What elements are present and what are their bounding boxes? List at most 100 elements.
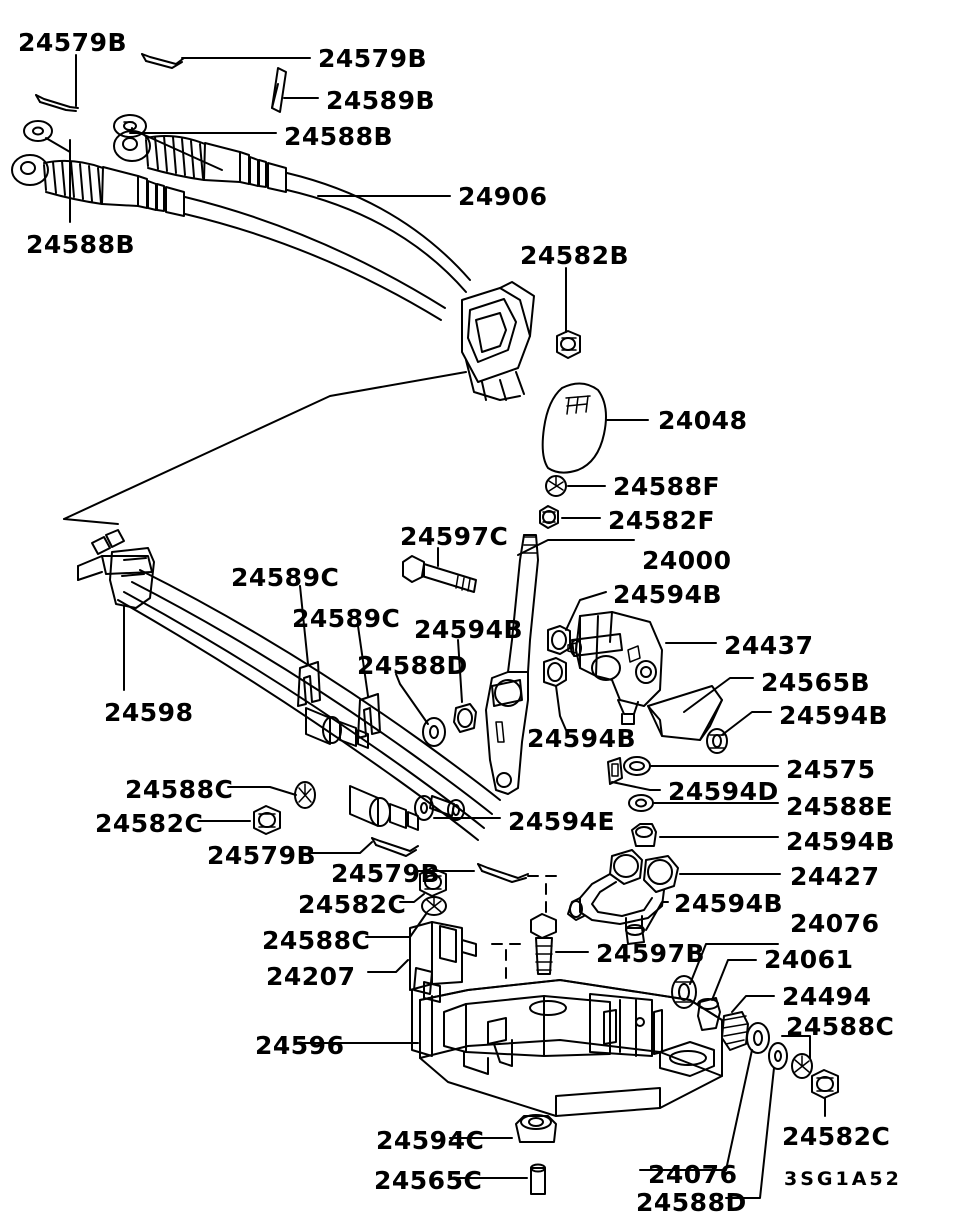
part-bolt-24597c <box>402 555 477 593</box>
part-cotter-pin-right <box>477 863 529 883</box>
part-shift-knob <box>541 382 607 474</box>
part-number-label-24589b: 24589B <box>326 86 436 115</box>
leader-24588c-c <box>781 1035 811 1059</box>
part-number-label-24588d: 24588D <box>636 1188 747 1217</box>
part-number-label-24596: 24596 <box>255 1031 345 1060</box>
part-number-label-24594b: 24594B <box>779 701 889 730</box>
part-grommet-24594c <box>515 1114 557 1143</box>
part-washer-24588c-b <box>421 895 447 916</box>
part-number-label-24582b: 24582B <box>520 241 630 270</box>
part-number-label-24565c: 24565C <box>374 1166 483 1195</box>
part-washer-24588c-c <box>791 1053 813 1079</box>
part-cable-end-bracket <box>63 281 535 525</box>
part-number-label-24589c: 24589C <box>292 604 401 633</box>
part-number-label-24597c: 24597C <box>400 522 509 551</box>
part-bushing-24594b-f <box>453 703 477 733</box>
part-number-label-24579b: 24579B <box>207 841 317 870</box>
part-number-label-24594c: 24594C <box>376 1126 485 1155</box>
part-number-label-24427: 24427 <box>790 862 880 891</box>
part-number-label-24579b: 24579B <box>18 28 128 57</box>
leader-24594b-c <box>721 711 772 736</box>
part-number-label-24594b: 24594B <box>527 724 637 753</box>
part-number-label-24207: 24207 <box>266 962 356 991</box>
part-number-label-24588c: 24588C <box>786 1012 895 1041</box>
part-spring-24494 <box>721 1011 749 1051</box>
part-number-label-24437: 24437 <box>724 631 814 660</box>
part-bushing-24594b-e <box>625 924 645 945</box>
leader-24594b-f <box>457 639 463 703</box>
leader-24000 <box>517 539 635 556</box>
leader-24588d <box>395 673 429 725</box>
part-number-label-24594b: 24594B <box>674 889 784 918</box>
part-nut-24582f <box>539 505 559 529</box>
part-number-label-24076: 24076 <box>790 909 880 938</box>
part-washer-24588d-b <box>768 1042 788 1070</box>
part-clip-24589b <box>271 67 287 113</box>
leader-24076-a <box>689 943 779 985</box>
alignment-dashes <box>491 875 561 981</box>
part-ring-24575 <box>623 756 651 776</box>
part-pin-24565c <box>530 1163 546 1195</box>
part-number-label-24588d: 24588D <box>357 651 468 680</box>
part-washer-24588d <box>422 717 446 747</box>
part-nut-24588f <box>545 475 567 497</box>
part-bushing-24076-a <box>671 975 697 1009</box>
leader-24589c-b <box>357 625 369 697</box>
part-number-label-24594b: 24594B <box>613 580 723 609</box>
part-washer-24076-b <box>746 1022 770 1054</box>
part-cotter-pin-left <box>35 94 79 112</box>
part-number-label-24575: 24575 <box>786 755 876 784</box>
part-number-label-24579b: 24579B <box>331 859 441 888</box>
part-number-label-24048: 24048 <box>658 406 748 435</box>
leader-24594b-b <box>555 685 567 731</box>
part-bolt-24597b <box>530 913 557 975</box>
leader-24061 <box>711 959 757 1001</box>
part-number-label-24588f: 24588F <box>613 472 721 501</box>
part-number-label-24594b: 24594B <box>786 827 896 856</box>
part-washer-24588c-a <box>294 781 316 809</box>
part-washer-24594e <box>414 795 434 821</box>
part-number-label-24582c: 24582C <box>95 809 204 838</box>
part-nut-24582b <box>556 330 581 359</box>
part-cable-upper <box>113 130 471 293</box>
part-nut-24582c-a <box>253 805 281 835</box>
leader-24594b-a <box>565 591 607 631</box>
part-number-label-24582c: 24582C <box>782 1122 891 1151</box>
part-number-label-24588e: 24588E <box>786 792 894 821</box>
part-bracket-24437 <box>567 611 663 725</box>
part-cotter-pin-top <box>141 53 185 69</box>
part-washer-24588e <box>628 794 654 812</box>
part-clip-24589c-a <box>297 661 321 707</box>
part-number-label-24582c: 24582C <box>298 890 407 919</box>
part-number-label-24594e: 24594E <box>508 807 616 836</box>
part-bracket-24207 <box>409 921 477 1057</box>
part-number-label-24594b: 24594B <box>414 615 524 644</box>
part-number-label-24597b: 24597B <box>596 939 706 968</box>
part-cable-housing-b <box>349 785 419 831</box>
leader-24565b <box>683 677 754 713</box>
part-bushing-24594b-d <box>631 823 657 847</box>
part-nut-24582c-c <box>811 1069 839 1099</box>
part-cotter-pin-mid <box>371 837 419 857</box>
part-number-label-24061: 24061 <box>764 945 854 974</box>
part-sleeve-24061 <box>697 997 721 1031</box>
part-number-label-24588c: 24588C <box>125 775 234 804</box>
part-cable-housing-a <box>305 707 369 749</box>
leader-24594d <box>611 781 661 791</box>
part-base-24596 <box>419 979 723 1117</box>
part-clip-24594d <box>607 757 623 785</box>
leader-24588b-upper <box>129 127 277 134</box>
part-cable-lower <box>11 154 446 321</box>
leader-24582c-b <box>399 893 425 903</box>
leader-24588c-a <box>227 786 297 796</box>
part-number-label-24588c: 24588C <box>262 926 371 955</box>
part-number-label-24906: 24906 <box>458 182 548 211</box>
part-number-label-24565b: 24565B <box>761 668 871 697</box>
part-washer-lower-left <box>23 120 53 142</box>
leader-24588d-b <box>725 1067 775 1199</box>
leader-24594b-e <box>645 901 669 931</box>
leader-24579b-mid <box>311 841 373 854</box>
part-number-label-24588b: 24588B <box>284 122 394 151</box>
